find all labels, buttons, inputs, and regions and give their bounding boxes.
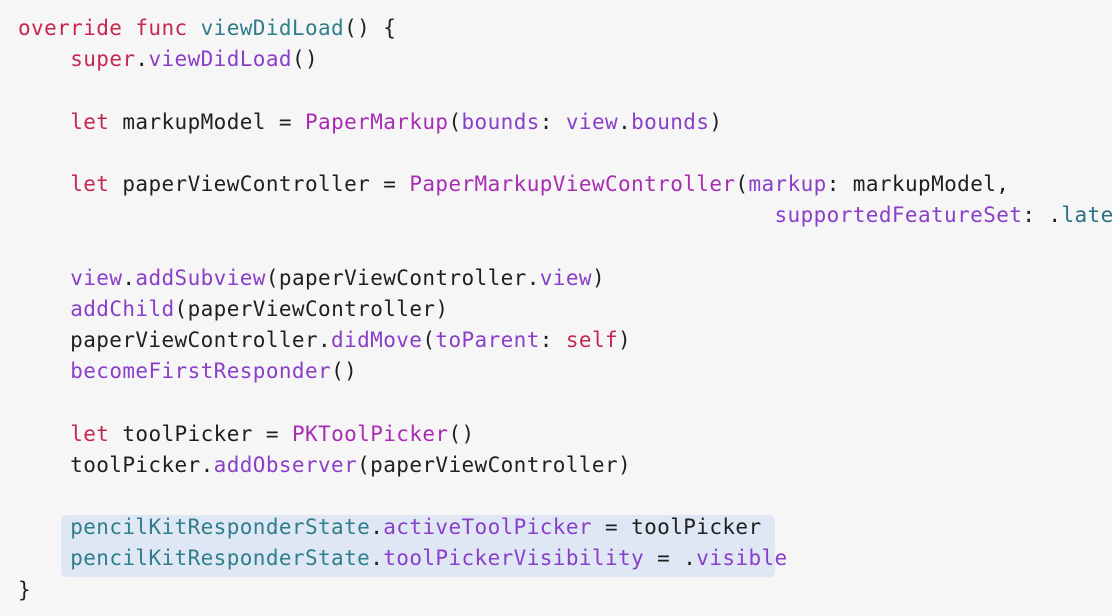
code-token: } (18, 577, 32, 602)
code-line: super.viewDidLoad() (18, 45, 318, 73)
code-token: () (331, 359, 358, 384)
code-token: . (370, 546, 384, 571)
code-token: latest (1061, 203, 1112, 228)
code-token: self (565, 328, 619, 352)
code-token (18, 172, 70, 196)
code-line: let toolPicker = PKToolPicker() (18, 420, 475, 448)
code-token: paperViewController. (18, 328, 332, 352)
code-token: markup (748, 172, 827, 196)
code-token (18, 266, 70, 290)
code-token: () (448, 421, 475, 446)
code-token: pencilKitResponderState (70, 546, 371, 571)
code-token: viewDidLoad (200, 16, 345, 40)
code-token: activeToolPicker (383, 515, 592, 540)
code-line: view.addSubview(paperViewController.view… (18, 264, 605, 292)
code-token: (paperViewController) (174, 296, 449, 321)
code-line: } (18, 576, 31, 604)
code-token: bounds (461, 109, 540, 134)
code-token: super (70, 47, 136, 72)
code-token: markupModel = (109, 109, 305, 134)
code-line: override func viewDidLoad() { (18, 14, 396, 42)
code-line: becomeFirstResponder() (18, 357, 357, 385)
code-token: view (70, 265, 123, 290)
code-token (18, 546, 70, 570)
code-token: PKToolPicker (291, 421, 449, 446)
code-token: let (70, 421, 110, 446)
code-token: ) (591, 265, 605, 290)
code-line: pencilKitResponderState.toolPickerVisibi… (18, 544, 788, 572)
code-token (18, 515, 70, 539)
code-token: () { (344, 16, 397, 40)
code-token: toolPicker. (18, 452, 214, 477)
code-token: override func (18, 16, 201, 40)
code-token (18, 110, 70, 134)
code-token: supportedFeatureSet (774, 203, 1023, 228)
code-token: paperViewController = (109, 172, 410, 196)
code-line: paperViewController.didMove(toParent: se… (18, 326, 631, 354)
code-token: let (70, 172, 110, 196)
code-token: toolPickerVisibility (383, 546, 645, 571)
code-token: : (539, 109, 566, 134)
code-token: addChild (70, 296, 175, 321)
code-token: ( (422, 328, 436, 352)
code-token: () (291, 47, 319, 72)
code-line: let paperViewController = PaperMarkupVie… (18, 170, 1009, 198)
code-token: . (370, 515, 384, 540)
code-token: viewDidLoad (148, 47, 292, 72)
highlighted-code-block (61, 515, 775, 577)
code-token: : (539, 328, 566, 352)
code-token (18, 422, 70, 446)
code-token: view (539, 265, 592, 290)
code-token: pencilKitResponderState (70, 515, 371, 540)
code-token: (paperViewController. (265, 265, 540, 290)
code-token: = . (644, 546, 697, 571)
code-line: let markupModel = PaperMarkup(bounds: vi… (18, 108, 722, 136)
code-token: addObserver (213, 452, 358, 477)
code-token: : markupModel, (826, 172, 1010, 196)
code-token (18, 359, 70, 383)
code-token: view (565, 109, 619, 134)
code-line: toolPicker.addObserver(paperViewControll… (18, 451, 631, 479)
code-token: addSubview (135, 265, 266, 290)
code-token: = toolPicker (591, 515, 762, 540)
code-line: pencilKitResponderState.activeToolPicker… (18, 513, 762, 541)
code-line: supportedFeatureSet: .latest) (18, 201, 1112, 229)
code-token: . (135, 47, 149, 72)
code-token: toolPicker = (109, 421, 292, 446)
code-token: . (122, 265, 136, 290)
code-token: becomeFirstResponder (70, 359, 332, 384)
code-line: addChild(paperViewController) (18, 295, 448, 323)
code-token: let (70, 109, 110, 134)
code-token: visible (696, 546, 788, 571)
code-token: (paperViewController) (357, 452, 632, 477)
code-token: : . (1022, 203, 1062, 228)
code-token: PaperMarkupViewController (409, 172, 736, 196)
code-token (18, 47, 70, 71)
code-token: bounds (631, 109, 710, 134)
code-token: toParent (435, 328, 540, 352)
code-token: ( (735, 172, 749, 196)
code-token: ( (448, 109, 462, 134)
code-token: ) (709, 109, 723, 134)
code-token (18, 297, 70, 321)
code-token: didMove (331, 328, 423, 352)
code-token: PaperMarkup (304, 109, 449, 134)
code-token (18, 203, 775, 227)
code-token: . (618, 109, 632, 134)
code-token: ) (618, 328, 632, 352)
